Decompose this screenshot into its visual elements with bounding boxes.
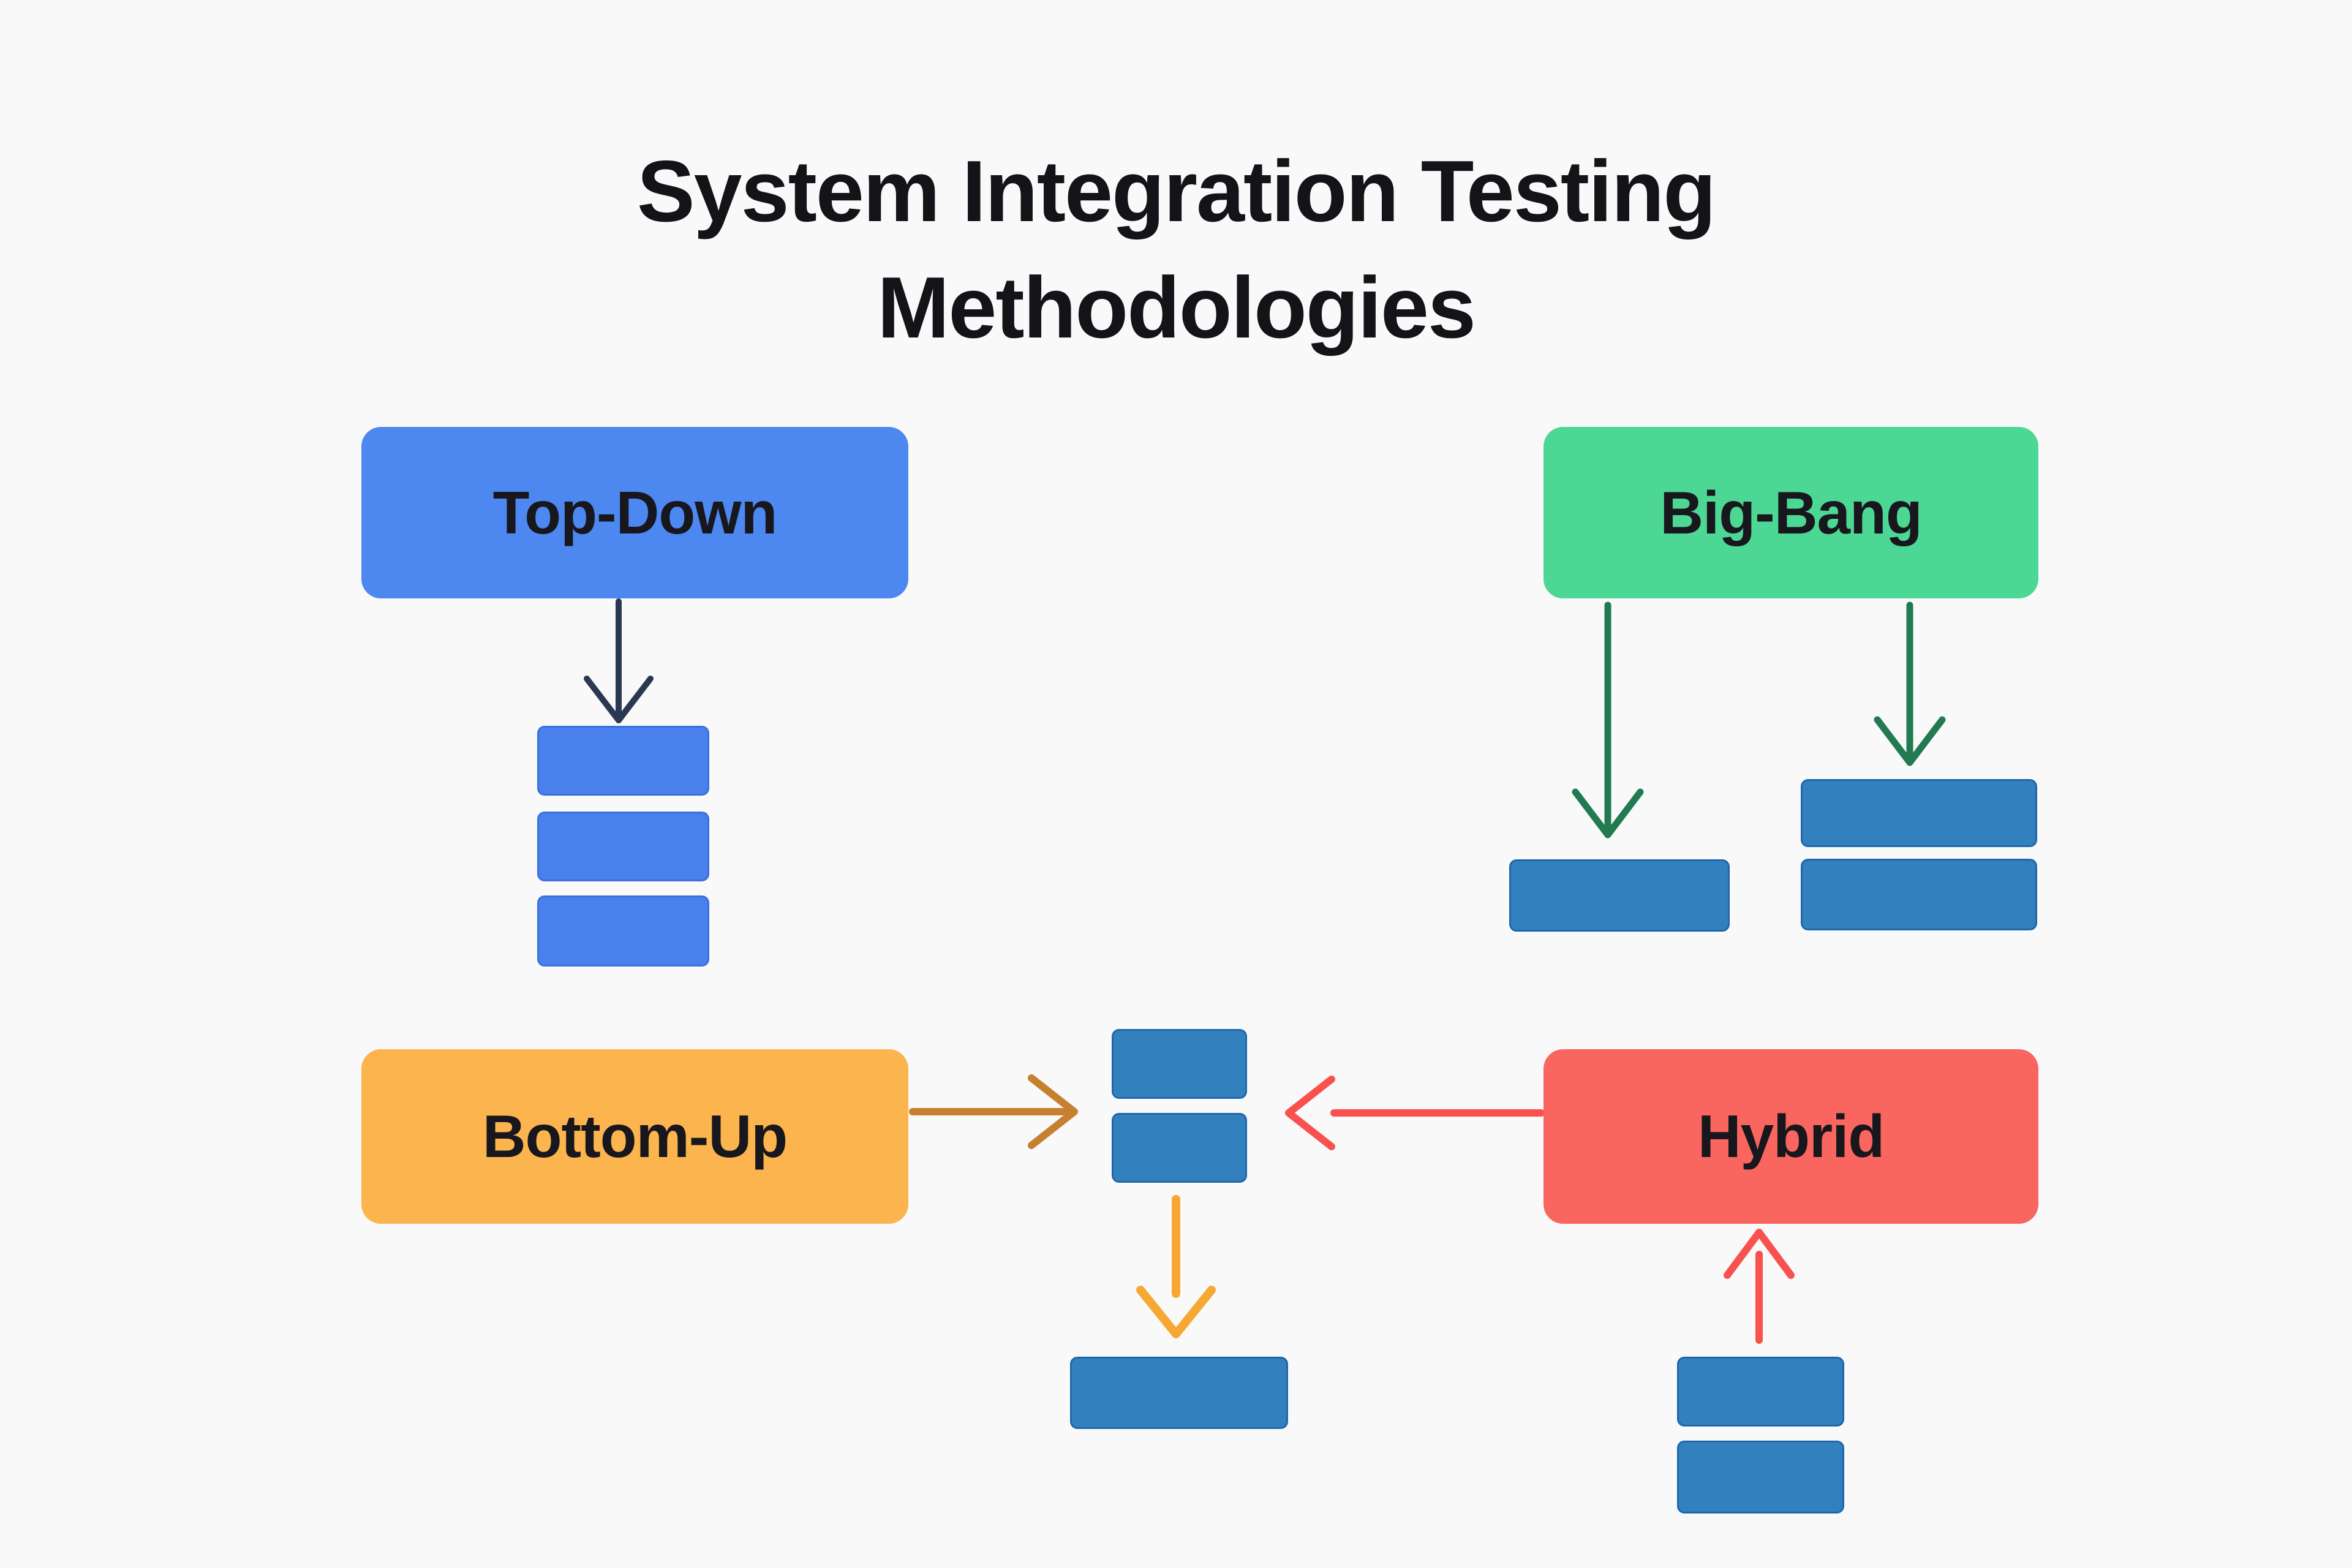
integrated-base-module xyxy=(1070,1357,1288,1429)
node-bottom-up: Bottom-Up xyxy=(361,1049,908,1224)
integration-module-2 xyxy=(1112,1113,1247,1183)
big-bang-module-pair-2 xyxy=(1801,859,2037,930)
node-top-down: Top-Down xyxy=(361,427,908,598)
bottom-up-flow-arrow xyxy=(909,1074,1078,1149)
big-bang-module-single xyxy=(1509,859,1730,932)
integration-module-1 xyxy=(1112,1029,1247,1099)
integration-down-arrow xyxy=(1136,1195,1216,1338)
top-down-module-2 xyxy=(537,812,709,881)
hybrid-flow-left-arrow xyxy=(1285,1076,1545,1150)
big-bang-module-pair-1 xyxy=(1801,779,2037,847)
node-big-bang-label: Big-Bang xyxy=(1660,478,1922,546)
diagram-title: System Integration Testing Methodologies xyxy=(0,134,2352,366)
top-down-flow-arrow xyxy=(584,598,654,723)
top-down-module-3 xyxy=(537,895,709,967)
hybrid-base-module-2 xyxy=(1677,1441,1844,1513)
top-down-module-1 xyxy=(537,726,709,796)
big-bang-flow-right-arrow xyxy=(1874,601,1946,766)
node-top-down-label: Top-Down xyxy=(492,478,778,546)
hybrid-flow-up-arrow xyxy=(1724,1229,1795,1344)
node-bottom-up-label: Bottom-Up xyxy=(482,1102,788,1170)
node-hybrid: Hybrid xyxy=(1544,1049,2038,1224)
diagram-title-line2: Methodologies xyxy=(877,259,1476,356)
big-bang-flow-left-arrow xyxy=(1572,601,1644,839)
node-big-bang: Big-Bang xyxy=(1544,427,2038,598)
hybrid-base-module-1 xyxy=(1677,1357,1844,1427)
diagram-title-line1: System Integration Testing xyxy=(636,143,1716,240)
node-hybrid-label: Hybrid xyxy=(1697,1102,1885,1170)
